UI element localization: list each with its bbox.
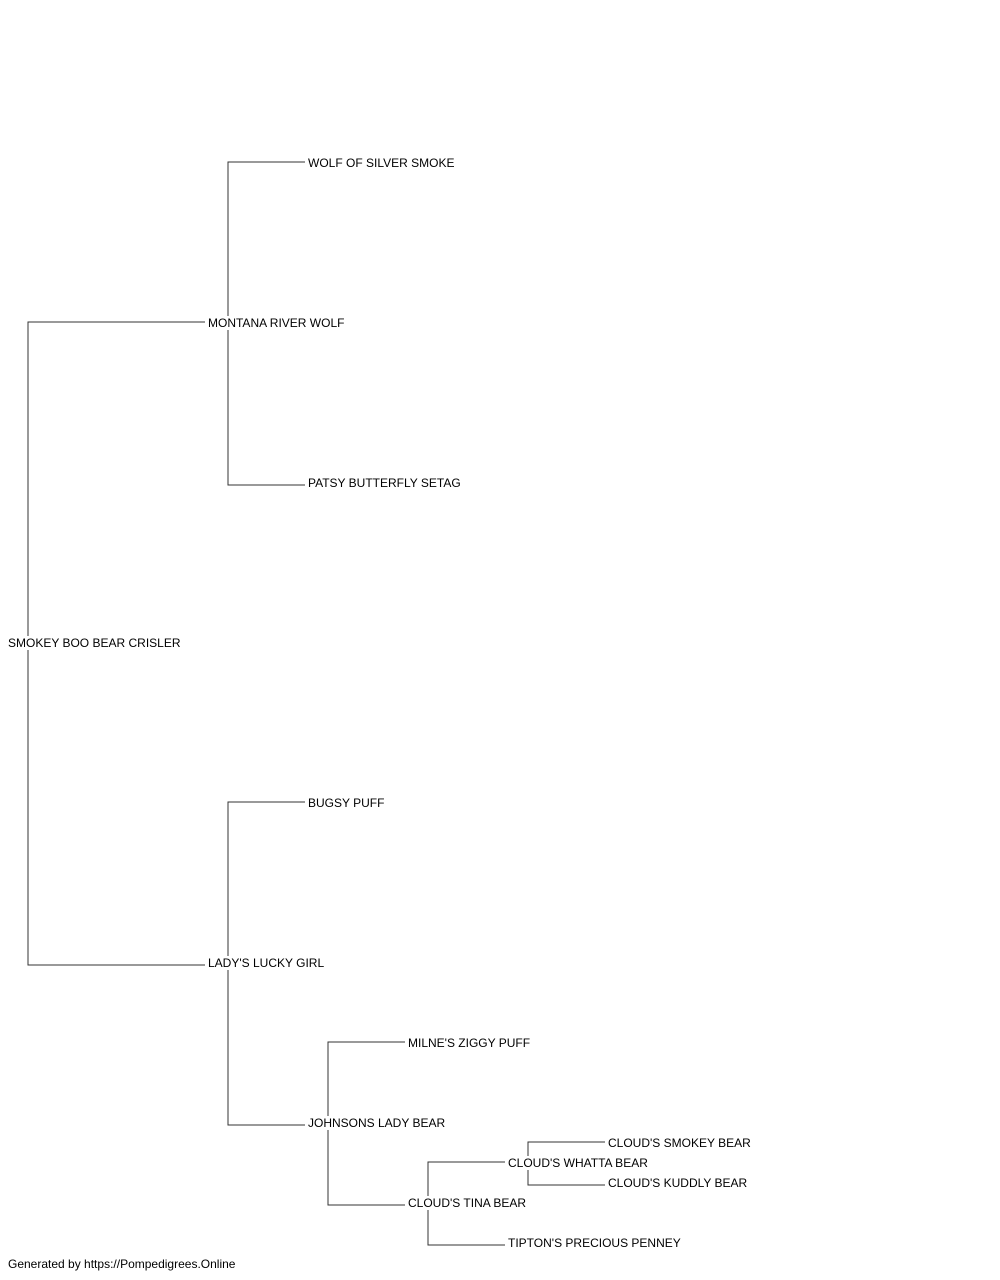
sire-dam-name: PATSY BUTTERFLY SETAG: [307, 476, 462, 490]
dam-dam-dam-sire-dam-name: CLOUD'S KUDDLY BEAR: [607, 1176, 749, 1190]
dam-dam-dam-sire-name: CLOUD'S WHATTA BEAR: [507, 1156, 649, 1170]
sire-sire-name: WOLF OF SILVER SMOKE: [307, 156, 456, 170]
dam-dam-sire-name: MILNE'S ZIGGY PUFF: [407, 1036, 532, 1050]
dam-dam-dam-dam-name: TIPTON'S PRECIOUS PENNEY: [507, 1236, 682, 1250]
dam-dam-dam-sire-sire-name: CLOUD'S SMOKEY BEAR: [607, 1136, 752, 1150]
dam-name: LADY'S LUCKY GIRL: [207, 956, 326, 970]
dam-sire-name: BUGSY PUFF: [307, 796, 386, 810]
dam-dam-name: JOHNSONS LADY BEAR: [307, 1116, 447, 1130]
sire-name: MONTANA RIVER WOLF: [207, 316, 346, 330]
subject-name: SMOKEY BOO BEAR CRISLER: [7, 636, 182, 650]
footer-credit: Generated by https://Pompedigrees.Online: [8, 1257, 236, 1271]
dam-dam-dam-name: CLOUD'S TINA BEAR: [407, 1196, 528, 1210]
